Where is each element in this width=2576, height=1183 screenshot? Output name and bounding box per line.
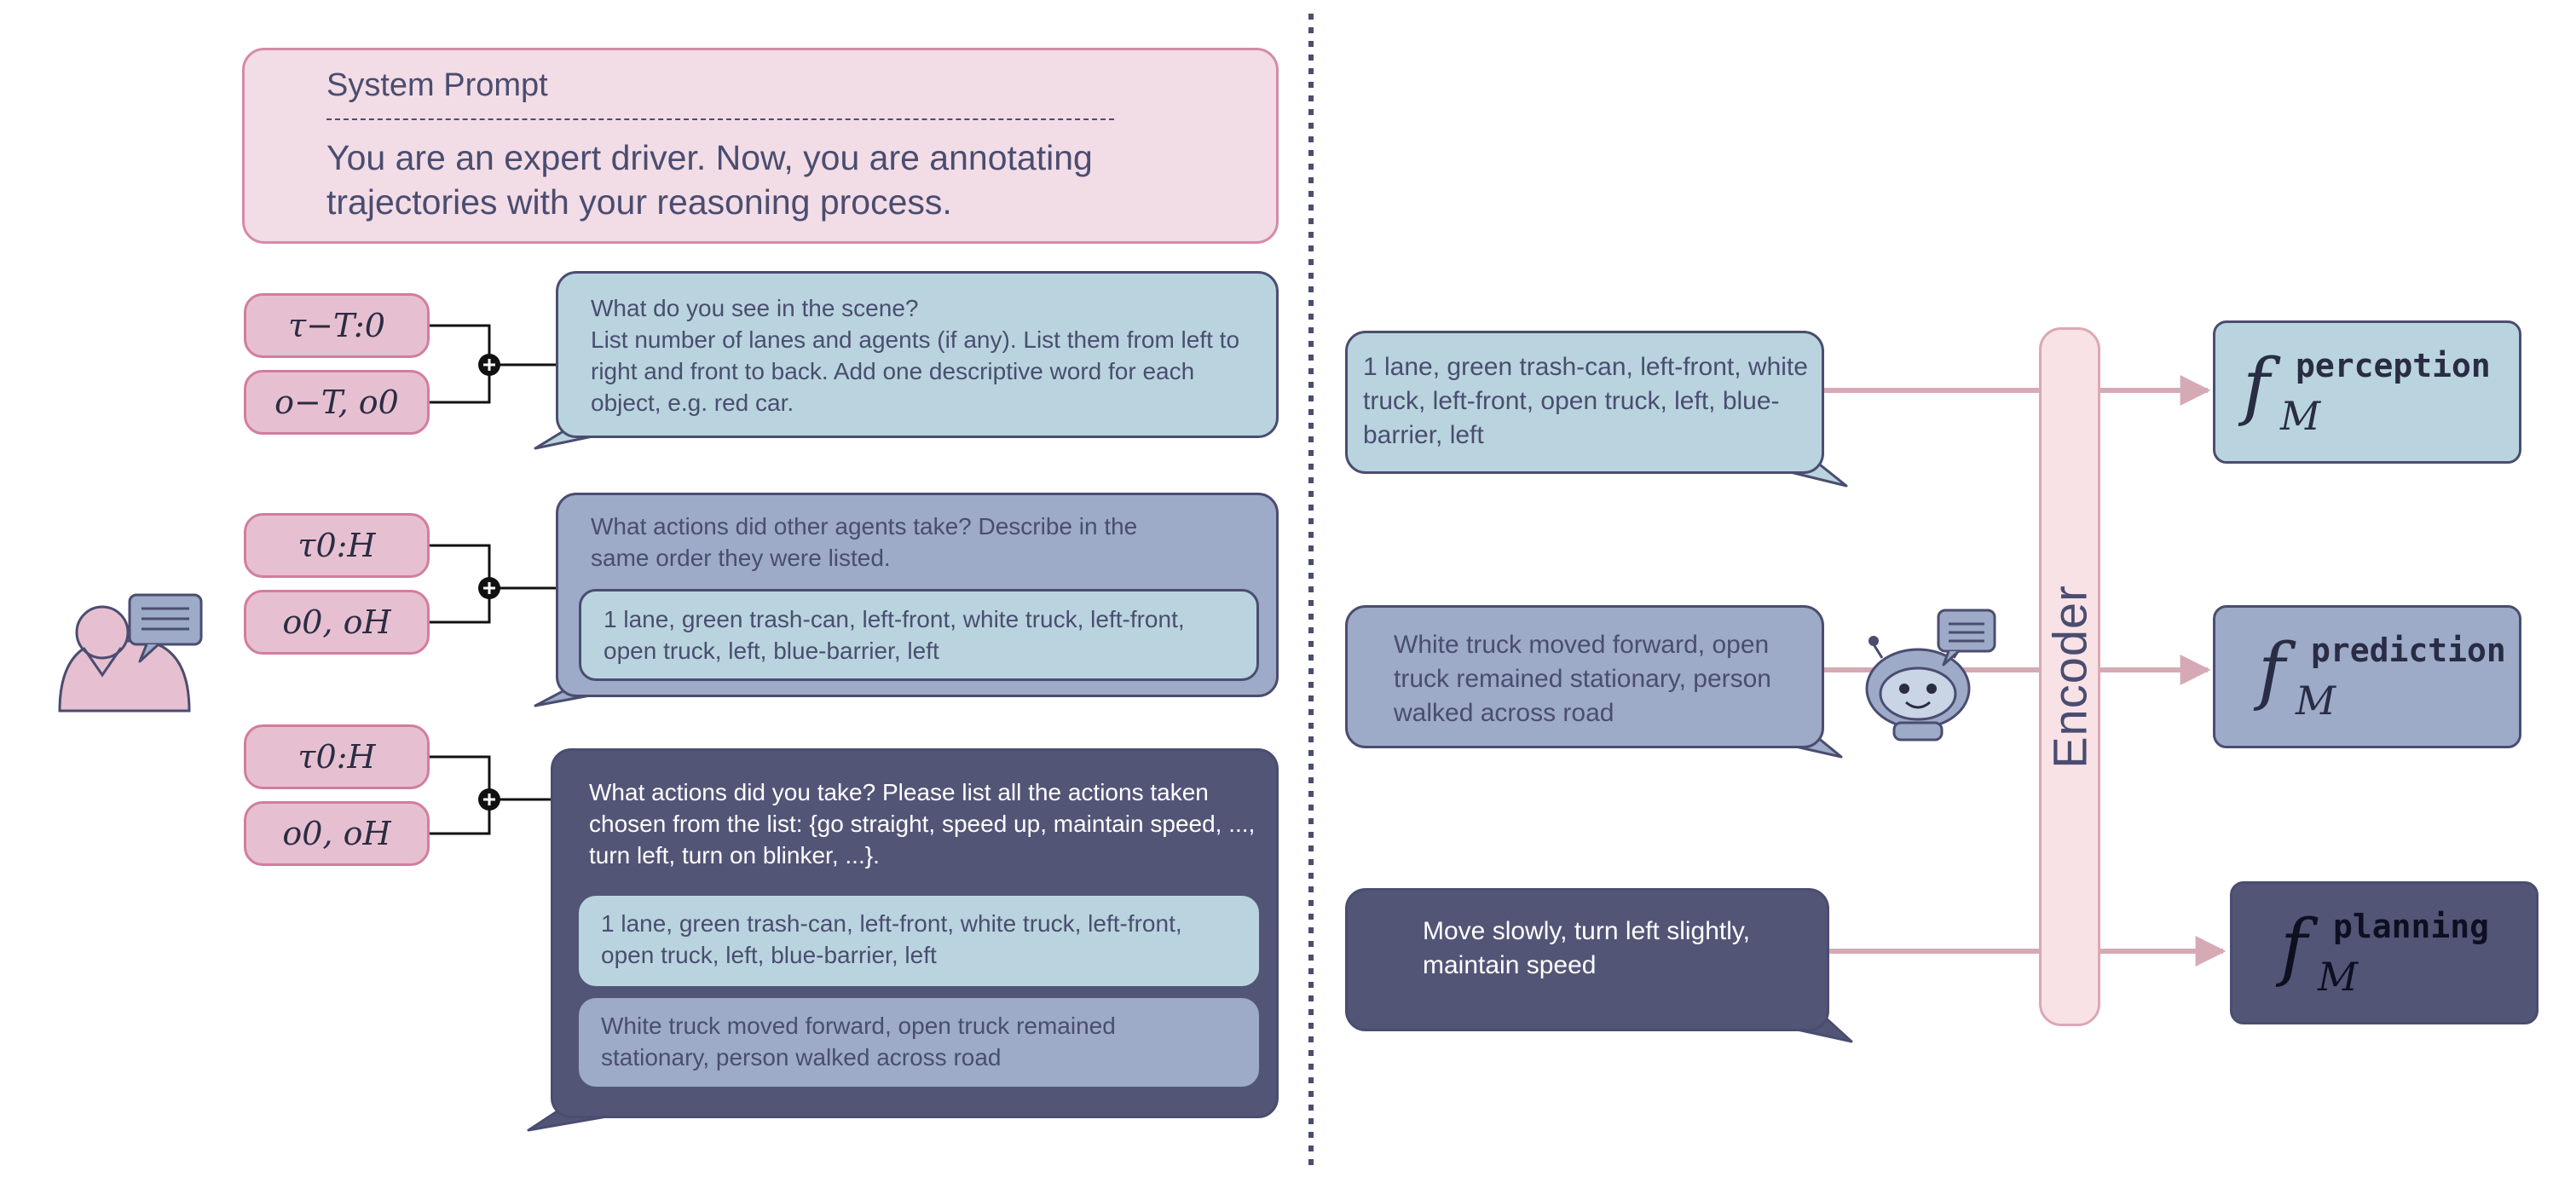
perception-answer-text: 1 lane, green trash-can, left-front, whi… [604, 606, 1185, 664]
input-observation-future: o0, oH [244, 801, 430, 866]
head-symbol: f [2243, 343, 2270, 429]
perception-question-text: What do you see in the scene? List numbe… [591, 295, 1240, 416]
planning-question-bubble: What actions did you take? Please list a… [551, 748, 1279, 1118]
system-prompt-title: System Prompt [326, 67, 548, 103]
prediction-answer-text: White truck moved forward, open truck re… [1394, 631, 1771, 727]
head-subscript: M [2318, 954, 2359, 1000]
robot-icon [1865, 609, 1996, 742]
input-trajectory-future: τ0:H [244, 724, 430, 789]
prediction-answer-inset: White truck moved forward, open truck re… [579, 998, 1259, 1087]
perception-answer-text: 1 lane, green trash-can, left-front, whi… [1363, 353, 1808, 449]
prediction-answer-bubble: White truck moved forward, open truck re… [1345, 605, 1824, 748]
prediction-question-text: What actions did other agents take? Desc… [591, 513, 1138, 571]
prediction-head: f M prediction [2213, 605, 2521, 748]
planning-answer-bubble: Move slowly, turn left slightly, maintai… [1345, 888, 1829, 1031]
perception-head: f M perception [2213, 320, 2521, 464]
head-superscript: perception [2296, 347, 2491, 384]
row2-connector [428, 544, 556, 624]
perception-answer-inset: 1 lane, green trash-can, left-front, whi… [579, 896, 1259, 986]
encoder-block [2039, 327, 2100, 1026]
row1-connector [428, 324, 556, 404]
planning-head: f M planning [2230, 881, 2538, 1024]
input-observation-history: o−T, o0 [244, 370, 430, 435]
head-symbol: f [2258, 628, 2285, 713]
perception-answer-inset: 1 lane, green trash-can, left-front, whi… [579, 589, 1259, 681]
input-observation-future: o0, oH [244, 590, 430, 655]
head-superscript: planning [2333, 908, 2490, 945]
input-trajectory-history: τ−T:0 [244, 293, 430, 358]
prediction-answer-text: White truck moved forward, open truck re… [601, 1013, 1116, 1070]
encoder-label: Encoder [2042, 585, 2097, 769]
planning-question-text: What actions did you take? Please list a… [589, 779, 1256, 868]
system-prompt-divider [326, 118, 1114, 120]
head-subscript: M [2296, 678, 2336, 724]
speech-bubble-icon [128, 593, 203, 663]
head-symbol: f [2280, 904, 2307, 990]
system-prompt-text: You are an expert driver. Now, you are a… [326, 138, 1093, 222]
planning-answer-text: Move slowly, turn left slightly, maintai… [1423, 917, 1751, 979]
row3-connector [428, 755, 556, 835]
prediction-question-bubble: What actions did other agents take? Desc… [556, 493, 1279, 697]
head-subscript: M [2280, 393, 2321, 439]
perception-answer-text: 1 lane, green trash-can, left-front, whi… [601, 910, 1182, 968]
input-trajectory-future: τ0:H [244, 513, 430, 578]
system-prompt-box: System Prompt You are an expert driver. … [242, 48, 1279, 244]
perception-question-bubble: What do you see in the scene? List numbe… [556, 271, 1279, 438]
head-superscript: prediction [2311, 632, 2506, 669]
perception-answer-bubble: 1 lane, green trash-can, left-front, whi… [1345, 331, 1824, 474]
